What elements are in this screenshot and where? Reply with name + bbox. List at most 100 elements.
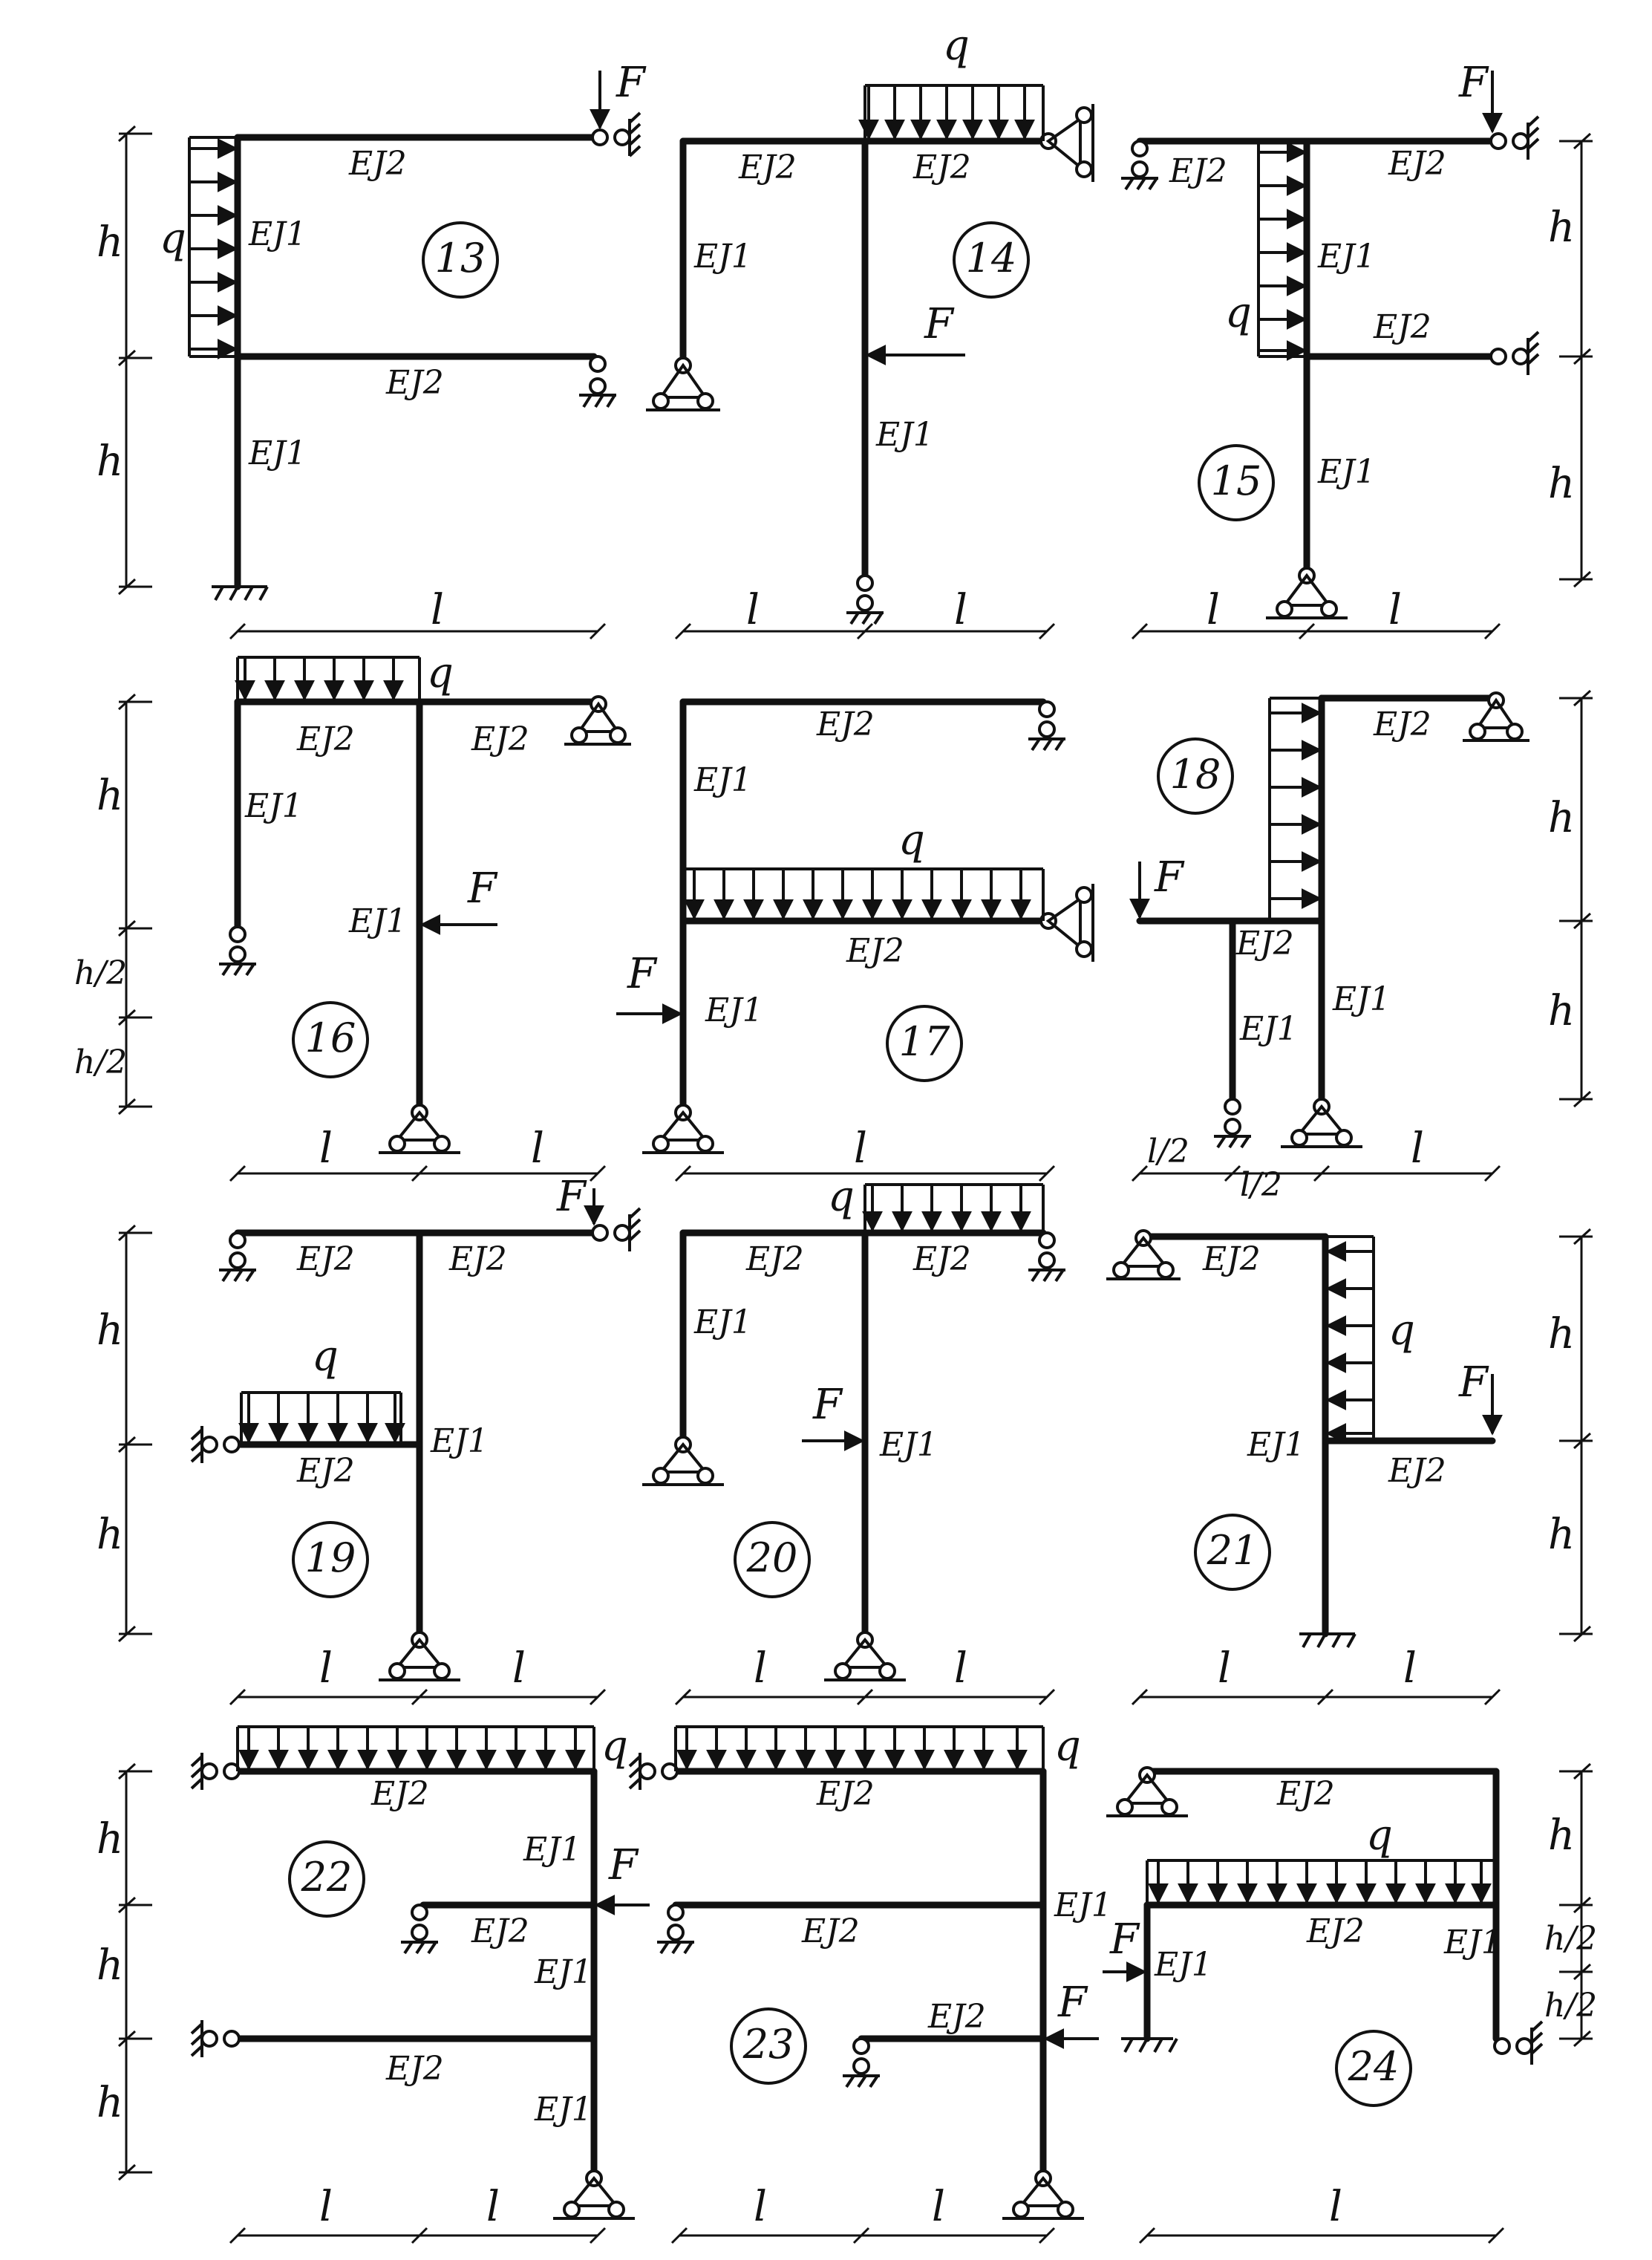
ei1-label: EJ1 [1443,1924,1502,1961]
ei1-label: EJ1 [693,761,752,799]
ei2-label: EJ2 [348,145,407,183]
dim-l: l [319,2183,333,2231]
dim-l: l [1329,2183,1342,2231]
load-q: q [427,649,454,697]
dim-h: h [97,437,123,486]
dim-l: l [1411,1124,1424,1173]
load-q: q [1054,1722,1081,1771]
dim-l: l [754,2183,767,2231]
ei2-label: EJ2 [846,932,904,970]
ei1-label: EJ1 [705,991,763,1029]
dim-l: l [932,2183,945,2231]
scheme-15: F q EJ2 EJ2 EJ1 EJ2 EJ1 h h l l 15 [1121,59,1593,640]
ei2-label: EJ2 [448,1240,507,1278]
ei1-label: EJ1 [879,1426,938,1464]
ei2-label: EJ2 [1373,706,1431,743]
scheme-22: q F EJ2 EJ1 EJ2 EJ1 EJ2 EJ1 h h h l l 22 [97,1722,650,2244]
dim-l: l [319,1644,333,1693]
load-F: F [608,1841,639,1889]
load-F: F [1057,1979,1088,2027]
dim-h: h [1548,1811,1575,1860]
ei2-label: EJ2 [816,706,875,743]
dim-h-half: h/2 [74,1043,127,1081]
load-F: F [812,1381,843,1429]
ei1-label: EJ1 [348,902,407,940]
dim-l: l [531,1124,544,1173]
dim-h: h [97,218,123,267]
load-F: F [627,950,658,998]
load-F: F [924,300,955,348]
ei2-label: EJ2 [912,1240,971,1278]
ei1-label: EJ1 [693,238,752,276]
dim-l: l [954,1644,967,1693]
dim-l: l [754,1644,767,1693]
scheme-number: 13 [435,235,486,281]
dim-l: l [319,1124,333,1173]
dim-l-half: l/2 [1240,1166,1282,1204]
ei2-label: EJ2 [1202,1240,1261,1278]
dim-h: h [1548,1511,1575,1559]
ei2-label: EJ2 [471,720,529,758]
scheme-20: q F EJ2 EJ2 EJ1 EJ1 l l 20 [642,1173,1065,1706]
dim-h: h [1548,203,1575,252]
ei2-label: EJ2 [1169,152,1227,190]
scheme-number: 17 [899,1018,950,1065]
ei1-label: EJ1 [248,215,307,253]
ei1-label: EJ1 [430,1422,489,1460]
ei1-label: EJ1 [244,787,303,825]
dim-h: h [1548,1310,1575,1358]
ei1-label: EJ1 [1247,1426,1305,1464]
load-q: q [828,1173,855,1221]
ei1-label: EJ1 [1332,980,1391,1018]
ei1-label: EJ1 [1054,1886,1112,1924]
ei2-label: EJ2 [296,720,355,758]
scheme-18: F EJ2 EJ2 EJ1 EJ1 h h l/2 l/2 l 18 [1129,689,1593,1204]
dim-h-half: h/2 [1544,1987,1597,2025]
ei2-label: EJ2 [1306,1912,1365,1950]
dim-h: h [97,1306,123,1355]
dim-h: h [97,1941,123,1990]
ei2-label: EJ2 [385,2050,444,2088]
scheme-number: 16 [305,1015,356,1061]
ei2-label: EJ2 [296,1452,355,1490]
load-F: F [616,59,647,107]
ei2-label: EJ2 [927,1998,986,2036]
dim-l: l [486,2183,500,2231]
load-F: F [1154,853,1185,902]
ei2-label: EJ2 [801,1912,860,1950]
scheme-number: 20 [746,1534,798,1581]
dim-h: h [1548,987,1575,1035]
scheme-24: q F EJ2 EJ2 EJ1 EJ1 h h/2 h/2 l 24 [1103,1762,1597,2244]
load-q: q [1225,289,1252,337]
scheme-19: F q EJ2 EJ2 EJ2 EJ1 h h l l 19 [97,1173,641,1706]
scheme-number: 18 [1170,751,1221,798]
load-F: F [1458,1358,1489,1407]
scheme-17: q F EJ2 EJ1 EJ2 EJ1 l 17 [616,698,1094,1182]
ei2-label: EJ2 [745,1240,804,1278]
ei1-label: EJ1 [523,1831,581,1869]
ei2-label: EJ2 [1373,308,1431,346]
dim-l: l [954,586,967,634]
dim-l: l [1207,586,1220,634]
dim-h: h [1548,460,1575,508]
scheme-number: 19 [305,1534,356,1581]
ei2-label: EJ2 [912,149,971,186]
ei2-label: EJ2 [1235,925,1294,963]
scheme-number: 21 [1207,1527,1258,1574]
scheme-number: 24 [1348,2043,1400,2090]
scheme-number: 23 [742,2021,794,2068]
load-F: F [1109,1915,1140,1964]
ei2-label: EJ2 [1388,1452,1446,1490]
ei1-label: EJ1 [1239,1010,1298,1048]
load-q: q [943,22,970,70]
dim-h: h [1548,794,1575,842]
load-q: q [601,1722,628,1771]
load-q: q [898,816,925,864]
ei1-label: EJ1 [534,2091,592,2129]
dim-h: h [97,1511,123,1559]
scheme-number: 14 [966,235,1017,281]
load-q: q [160,215,186,263]
load-q: q [1388,1306,1415,1355]
load-q: q [1366,1811,1393,1860]
